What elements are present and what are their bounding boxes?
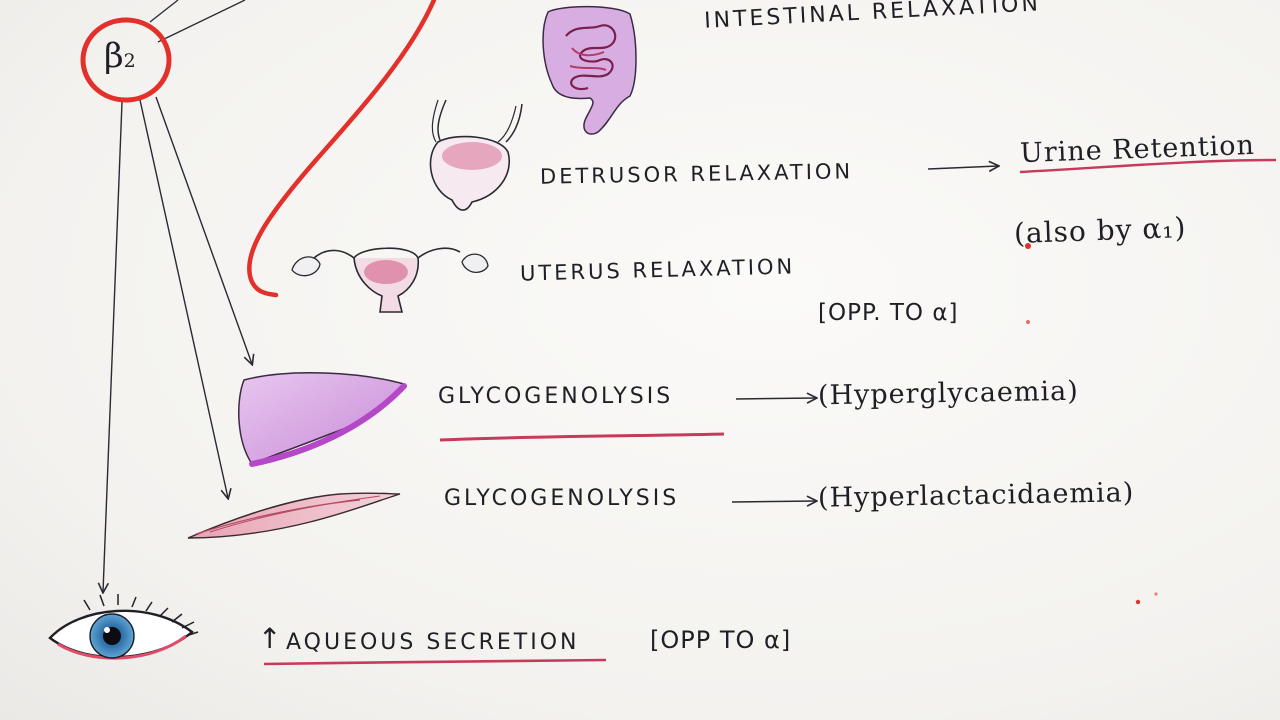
incoming-line-2 — [157, 0, 246, 43]
underline-aqueous — [263, 658, 607, 666]
liver-glycogenolysis-label: GLYCOGENOLYSIS — [438, 384, 674, 409]
muscle-icon — [187, 492, 401, 539]
beta2-label: β2 — [104, 36, 136, 76]
arrow-detrusor-to-urine — [927, 166, 998, 169]
underline-urine — [1019, 158, 1277, 174]
also-by-alpha1-label: (also by α₁) — [1013, 211, 1187, 250]
hyperglycaemia-label: (Hyperglycaemia) — [817, 375, 1080, 412]
beta-subscript: 2 — [123, 50, 136, 72]
hyperlactacidaemia-label: (Hyperlactacidaemia) — [817, 477, 1135, 514]
red-dot-1 — [1025, 243, 1031, 249]
aqueous-secretion-label: AQUEOUS SECRETION — [286, 630, 580, 655]
beta2-circle — [80, 17, 172, 103]
arrow-to-muscle — [139, 99, 228, 498]
uterus-opp-alpha-note: [OPP. TO α] — [818, 300, 959, 326]
beta-symbol: β — [104, 36, 124, 76]
eye-icon — [48, 594, 199, 660]
arrow-glyco-to-hyperglycaemia — [735, 398, 816, 399]
incoming-line-1 — [149, 0, 179, 23]
red-divider-curve — [246, 0, 437, 298]
intestine-icon — [542, 5, 637, 135]
underline-glycogenolysis — [439, 432, 725, 442]
liver-icon — [238, 372, 407, 467]
arrow-glyco-to-hyperlactacidaemia — [731, 501, 816, 502]
arrow-to-liver — [155, 96, 252, 364]
increase-arrow-icon: ↑ — [258, 622, 284, 655]
aqueous-opp-alpha-note: [OPP TO α] — [650, 626, 792, 654]
arrow-to-eye — [103, 101, 123, 592]
red-dot-3 — [1135, 599, 1141, 605]
uterus-icon — [291, 247, 489, 313]
bladder-icon — [429, 99, 523, 211]
muscle-glycogenolysis-label: GLYCOGENOLYSIS — [444, 486, 680, 511]
red-dot-2 — [1026, 320, 1030, 324]
red-dot-4 — [1154, 592, 1158, 596]
